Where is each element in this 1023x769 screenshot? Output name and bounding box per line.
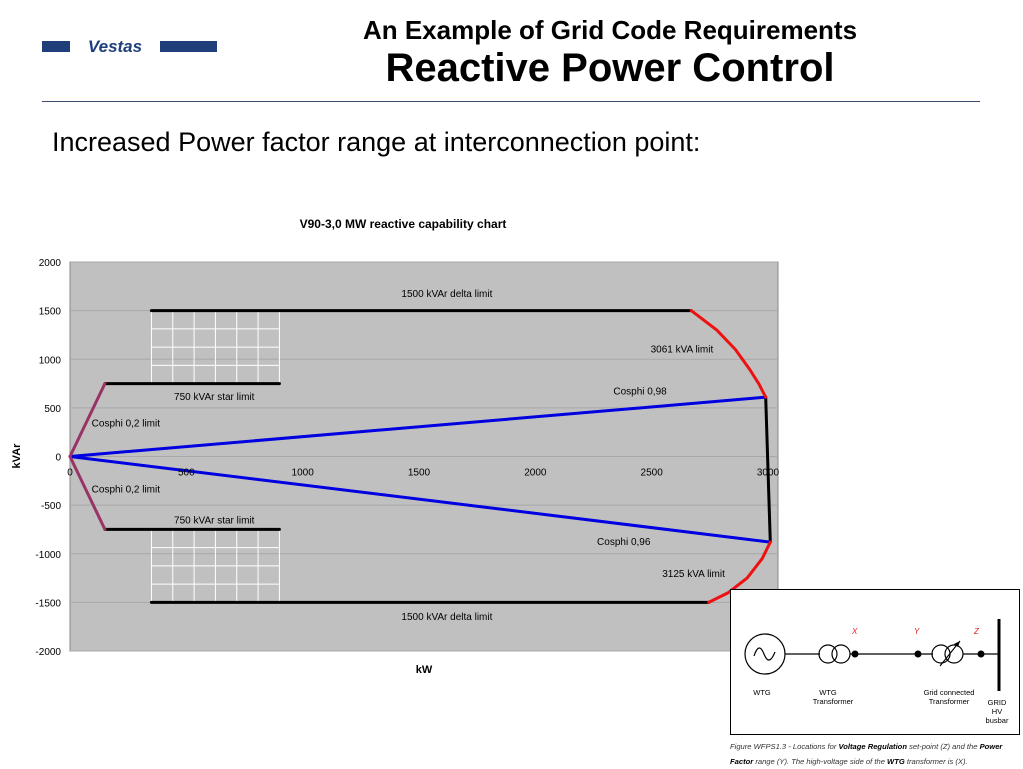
y-tick-label: 2000 [39, 258, 62, 269]
label-grid-transformer-1: Grid connected [924, 688, 975, 697]
x-tick-label: 1500 [408, 468, 431, 479]
y-tick-label: 1500 [39, 307, 62, 318]
x-axis-label: kW [416, 664, 433, 676]
caption-text-3: range (Y). The high-voltage side of the [753, 757, 888, 766]
label-busbar-1: GRID [988, 698, 1007, 707]
annotations: 1500 kVAr delta limit 3061 kVA limitCosph… [92, 289, 725, 623]
series-layer [68, 309, 772, 604]
y-tick-label: -500 [41, 501, 61, 512]
label-busbar-2: HV [992, 707, 1002, 716]
marker-x: X [851, 627, 858, 636]
annotation-star-lower-label: 750 kVAr star limit [174, 516, 255, 527]
series-cosphi02-lower [68, 455, 107, 531]
series-pmax-vertical [764, 395, 772, 544]
annotation-cosphi098-label: Cosphi 0,98 [613, 386, 667, 397]
caption-text-1: Figure WFPS1.3 - Locations for [730, 742, 839, 751]
caption-bold-power-factor: Power Factor [730, 742, 1003, 766]
logo-wordmark: Vestas [88, 38, 142, 54]
wtg-transformer-winding-1 [818, 644, 838, 664]
series-kva3125-arc [707, 540, 772, 604]
reactive-capability-chart: V90-3,0 MW reactive capability chart 200… [11, 217, 780, 676]
point-x-dot [851, 650, 859, 658]
annotation-delta-lower-label: 1500 kVAr delta limit [401, 612, 492, 623]
y-tick-label: -1500 [35, 598, 61, 609]
slide-subtitle: Increased Power factor range at intercon… [52, 127, 701, 157]
annotation-star-upper-label: 750 kVAr star limit [174, 392, 255, 403]
slide-title-line2: Reactive Power Control [385, 46, 835, 90]
wtg-connection-diagram: X Y Z WTG WTG Transformer Grid connected… [730, 589, 1020, 735]
y-tick-label: 0 [55, 453, 61, 464]
star-limit-grids [150, 310, 280, 603]
caption-bold-wtg: WTG [887, 757, 905, 766]
x-tick-label: 500 [178, 468, 195, 479]
y-tick-label: -1000 [35, 550, 61, 561]
annotation-cosphi096-label: Cosphi 0,96 [597, 537, 651, 548]
title-divider [42, 101, 980, 102]
x-tick-label: 0 [67, 468, 73, 479]
slide-title-line1: An Example of Grid Code Requirements [362, 15, 858, 45]
annotation-cosphi02-upper-label: Cosphi 0,2 limit [92, 418, 161, 429]
series-cosphi096-line [68, 455, 772, 544]
inset-frame [730, 589, 1020, 735]
point-y-dot [914, 650, 922, 658]
x-tick-label: 1000 [292, 468, 315, 479]
y-tick-label: 500 [44, 404, 61, 415]
marker-y: Y [914, 627, 920, 636]
caption-bold-voltage-regulation: Voltage Regulation [838, 742, 907, 751]
x-tick-label: 2500 [641, 468, 664, 479]
sine-wave-icon [753, 647, 776, 661]
x-tick-label: 2000 [524, 468, 547, 479]
annotation-kva3061-label: 3061 kVA limit [651, 345, 714, 356]
chart-title: V90-3,0 MW reactive capability chart [300, 217, 507, 231]
label-grid-transformer-2: Transformer [929, 697, 970, 706]
series-kva3061-arc [689, 309, 768, 399]
caption-text-2: set-point (Z) and the [906, 742, 980, 751]
vestas-logo: Vestas [42, 38, 217, 54]
series-cosphi02-upper [68, 382, 107, 458]
y-tick-label: 1000 [39, 355, 62, 366]
point-z-dot [977, 650, 985, 658]
annotation-delta-upper-label: 1500 kVAr delta limit [401, 289, 492, 300]
label-wtg-transformer-1: WTG [819, 688, 837, 697]
marker-z: Z [973, 627, 980, 636]
label-wtg: WTG [753, 688, 771, 697]
label-busbar-3: busbar [986, 716, 1009, 725]
series-cosphi098-line [68, 395, 768, 458]
annotation-kva3125-label: 3125 kVA limit [662, 569, 725, 580]
figure-caption: Figure WFPS1.3 - Locations for Voltage R… [730, 739, 1023, 769]
y-tick-label: -2000 [35, 647, 61, 658]
y-axis-label: kVAr [11, 443, 23, 469]
caption-text-4: transformer is (X). [904, 757, 968, 766]
label-wtg-transformer-2: Transformer [813, 697, 854, 706]
annotation-cosphi02-lower-label: Cosphi 0,2 limit [92, 485, 161, 496]
x-tick-label: 3000 [757, 468, 780, 479]
